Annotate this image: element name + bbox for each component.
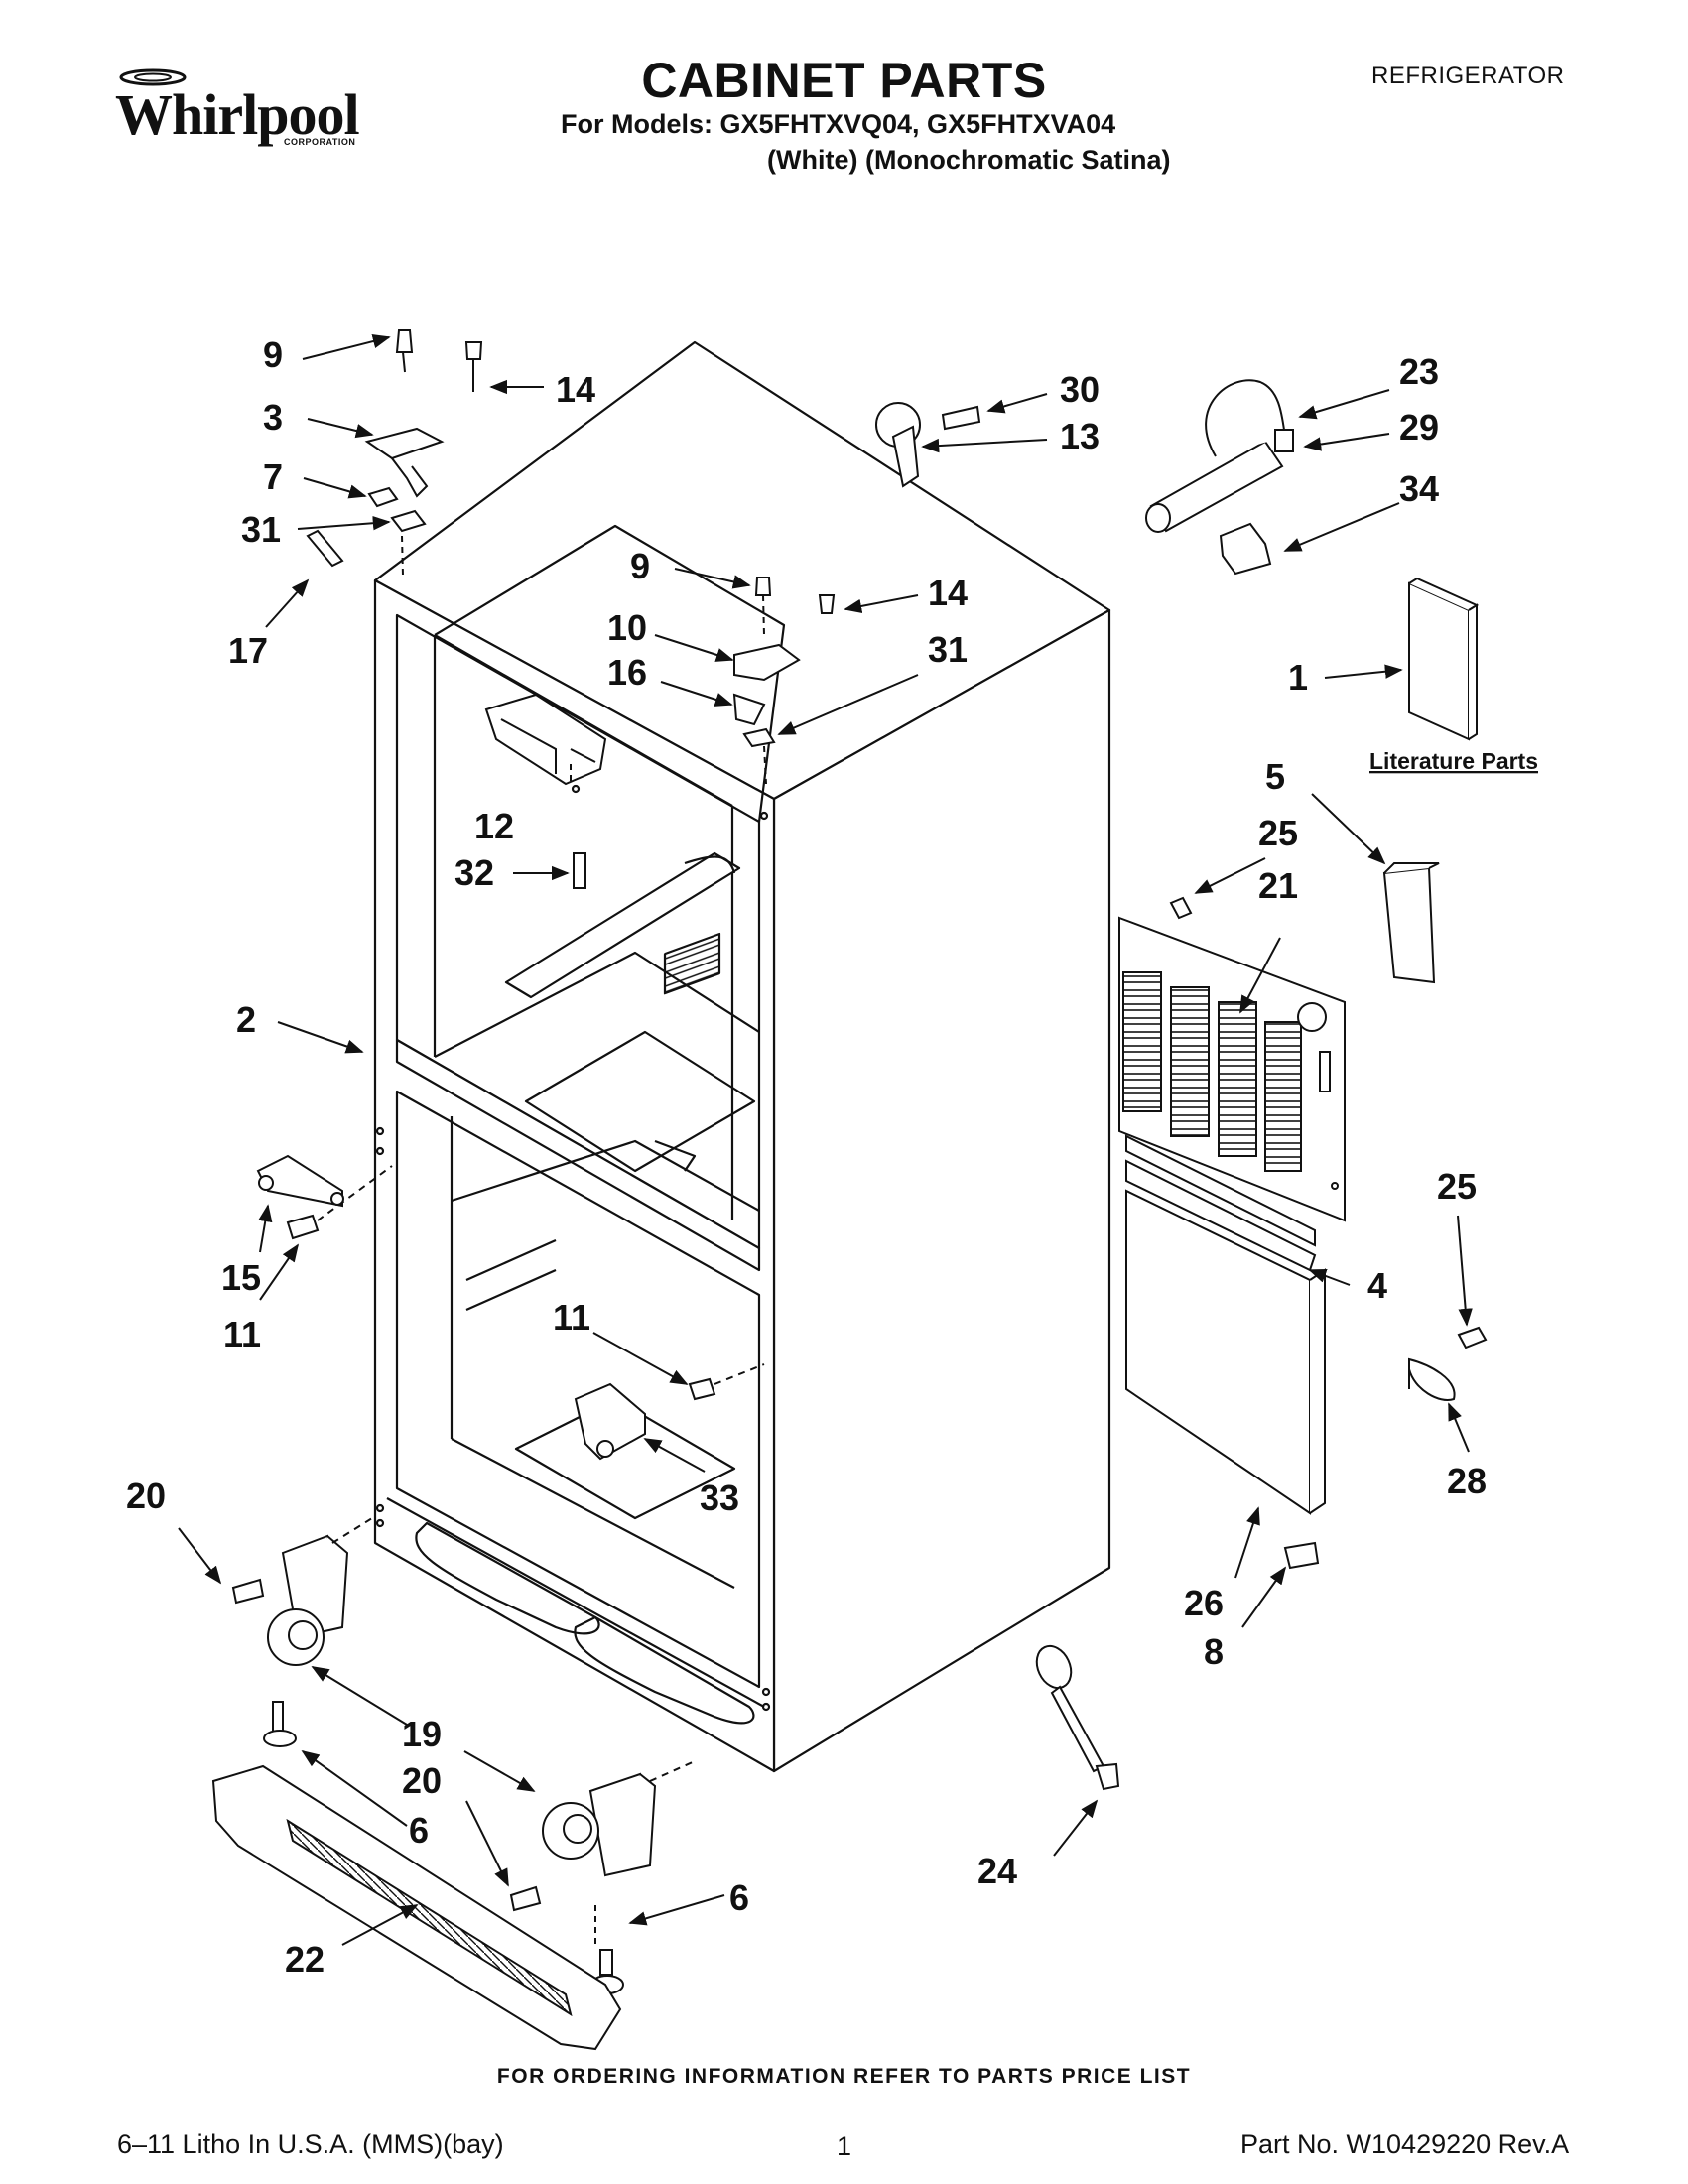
- callout-22: 22: [285, 1939, 325, 1980]
- callout-11-center: 11: [553, 1297, 590, 1338]
- callout-10: 10: [607, 607, 647, 648]
- literature-book: [1408, 577, 1480, 741]
- top-left-hinge: [306, 329, 483, 577]
- rear-panel-assembly: [1125, 1134, 1326, 1570]
- lower-hinge-bracket-left: [256, 1154, 393, 1240]
- logo-corporation: CORPORATION: [284, 137, 356, 147]
- callout-31: 31: [241, 509, 281, 550]
- callout-14-center: 14: [928, 573, 968, 613]
- callout-20: 20: [126, 1476, 166, 1516]
- roller-assembly-left: [231, 1517, 373, 1747]
- center-hinge-bracket: [574, 1363, 765, 1461]
- callout-6-right: 6: [729, 1877, 749, 1918]
- top-center-hinge: [732, 577, 836, 785]
- callout-11: 11: [223, 1314, 261, 1354]
- callout-3: 3: [263, 397, 283, 438]
- callout-15: 15: [221, 1257, 261, 1298]
- callout-numbers: 9 14 3 7 31 17 30 13 23 29 34 1 9 14 10 …: [126, 334, 1487, 1980]
- callout-20-lower: 20: [402, 1760, 442, 1801]
- callout-6: 6: [409, 1810, 429, 1851]
- tool-24: [1035, 1644, 1120, 1791]
- callout-30: 30: [1060, 369, 1100, 410]
- callout-1: 1: [1288, 657, 1308, 698]
- callout-17: 17: [228, 630, 268, 671]
- logo-wordmark: Whirlpool: [115, 82, 360, 147]
- callout-13: 13: [1060, 416, 1100, 456]
- callout-32: 32: [454, 852, 494, 893]
- callout-2: 2: [236, 999, 256, 1040]
- rear-access-cover: [1118, 896, 1346, 1222]
- ordering-note: FOR ORDERING INFORMATION REFER TO PARTS …: [496, 2065, 1192, 2088]
- water-tube-assembly: [1145, 379, 1294, 576]
- callout-25-right: 25: [1437, 1166, 1477, 1207]
- callout-9: 9: [263, 334, 283, 375]
- callout-33: 33: [700, 1477, 739, 1518]
- literature-parts-label: Literature Parts: [1369, 748, 1538, 774]
- variants-line: (White) (Monochromatic Satina): [767, 145, 1171, 175]
- litho-info: 6–11 Litho In U.S.A. (MMS)(bay): [117, 2129, 504, 2159]
- hinge-cover-13: [875, 402, 981, 488]
- callout-31-center: 31: [928, 629, 968, 670]
- cabinet: [373, 340, 1111, 1773]
- page-title: CABINET PARTS: [641, 53, 1047, 108]
- callout-29: 29: [1399, 407, 1439, 448]
- callout-25: 25: [1258, 813, 1298, 853]
- part-number: Part No. W10429220 Rev.A: [1240, 2129, 1570, 2159]
- callout-5: 5: [1265, 756, 1285, 797]
- callout-14: 14: [556, 369, 595, 410]
- callout-8: 8: [1204, 1631, 1224, 1672]
- callout-12: 12: [474, 806, 514, 846]
- callout-16: 16: [607, 652, 647, 693]
- models-line: For Models: GX5FHTXVQ04, GX5FHTXVA04: [561, 109, 1116, 139]
- callout-23: 23: [1399, 351, 1439, 392]
- callout-26: 26: [1184, 1583, 1224, 1623]
- clip-5: [1382, 862, 1440, 984]
- callout-28: 28: [1447, 1461, 1487, 1501]
- callout-19: 19: [402, 1714, 442, 1754]
- clamp-28: [1408, 1326, 1488, 1401]
- callout-34: 34: [1399, 468, 1439, 509]
- callout-24: 24: [977, 1851, 1017, 1891]
- page-number: 1: [837, 2131, 852, 2161]
- door-stop-bracket: [484, 693, 607, 889]
- category-label: REFRIGERATOR: [1371, 63, 1565, 89]
- logo-swoosh-icon: [119, 68, 187, 86]
- whirlpool-logo: Whirlpool CORPORATION: [107, 60, 375, 159]
- callout-9-center: 9: [630, 546, 650, 586]
- callout-4: 4: [1367, 1265, 1387, 1306]
- callout-21: 21: [1258, 865, 1298, 906]
- leader-lines: [178, 333, 1473, 1946]
- callout-7: 7: [263, 456, 283, 497]
